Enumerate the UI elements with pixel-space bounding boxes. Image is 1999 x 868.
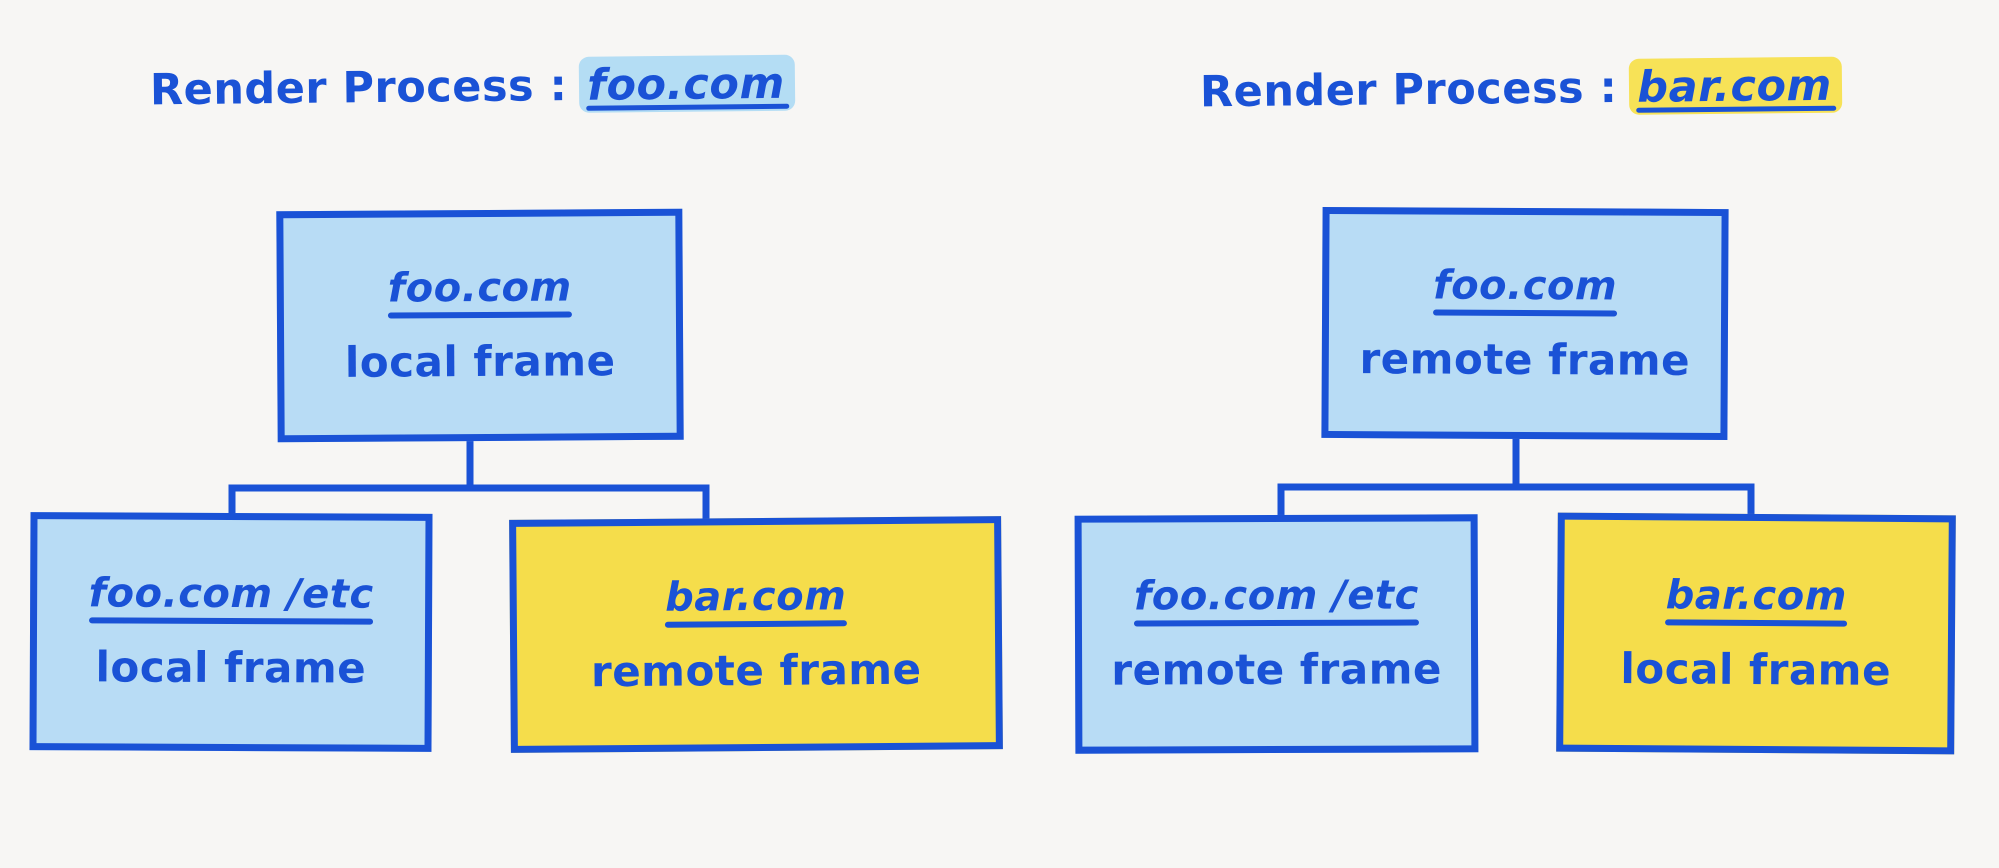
underline-stroke: [1133, 619, 1419, 627]
frame-origin: foo.com /etc: [88, 570, 374, 626]
render-process-title-right: Render Process : bar.com: [1199, 56, 1843, 120]
underline-stroke: [1636, 105, 1837, 113]
frame-node-left-child1[interactable]: foo.com /etc local frame: [29, 512, 433, 752]
frame-origin-text: foo.com /etc: [88, 570, 374, 619]
underline-stroke: [665, 620, 847, 628]
underline-stroke: [586, 103, 790, 111]
frame-kind: remote frame: [590, 644, 922, 697]
frame-origin-text: foo.com: [1433, 262, 1618, 310]
frame-origin-text: foo.com /etc: [1133, 572, 1419, 620]
frame-origin: foo.com: [387, 264, 572, 319]
frame-origin: bar.com: [664, 573, 847, 628]
frame-origin: foo.com: [1433, 262, 1618, 317]
left-tree-connectors: [228, 437, 710, 523]
underline-stroke: [1433, 309, 1618, 317]
frame-kind: local frame: [1620, 644, 1892, 695]
frame-node-right-child2[interactable]: bar.com local frame: [1556, 512, 1956, 755]
underline-stroke: [88, 617, 374, 626]
frame-node-right-child1[interactable]: foo.com /etc remote frame: [1074, 514, 1479, 754]
frame-kind: local frame: [95, 642, 367, 694]
frame-kind: local frame: [344, 336, 616, 387]
render-process-origin-right: bar.com: [1628, 56, 1843, 115]
render-process-origin-left: foo.com: [578, 54, 796, 113]
underline-stroke: [1665, 619, 1847, 627]
frame-kind: remote frame: [1111, 644, 1442, 696]
render-process-label-left: Render Process :: [149, 61, 568, 116]
underline-stroke: [387, 311, 572, 319]
frame-kind: remote frame: [1359, 334, 1691, 385]
frame-origin: foo.com /etc: [1133, 572, 1419, 627]
frame-node-right-root[interactable]: foo.com remote frame: [1321, 206, 1729, 441]
render-process-origin-right-text: bar.com: [1637, 60, 1833, 113]
frame-origin-text: foo.com: [387, 264, 572, 312]
render-process-title-left: Render Process : foo.com: [149, 54, 796, 118]
render-process-origin-left-text: foo.com: [587, 58, 786, 111]
frame-node-left-child2[interactable]: bar.com remote frame: [509, 516, 1003, 753]
frame-origin-text: bar.com: [664, 573, 847, 621]
frame-origin-text: bar.com: [1665, 572, 1848, 620]
render-process-label-right: Render Process :: [1199, 62, 1618, 118]
frame-origin: bar.com: [1665, 572, 1848, 627]
frame-node-left-root[interactable]: foo.com local frame: [276, 208, 684, 443]
right-tree-connectors: [1277, 435, 1755, 520]
